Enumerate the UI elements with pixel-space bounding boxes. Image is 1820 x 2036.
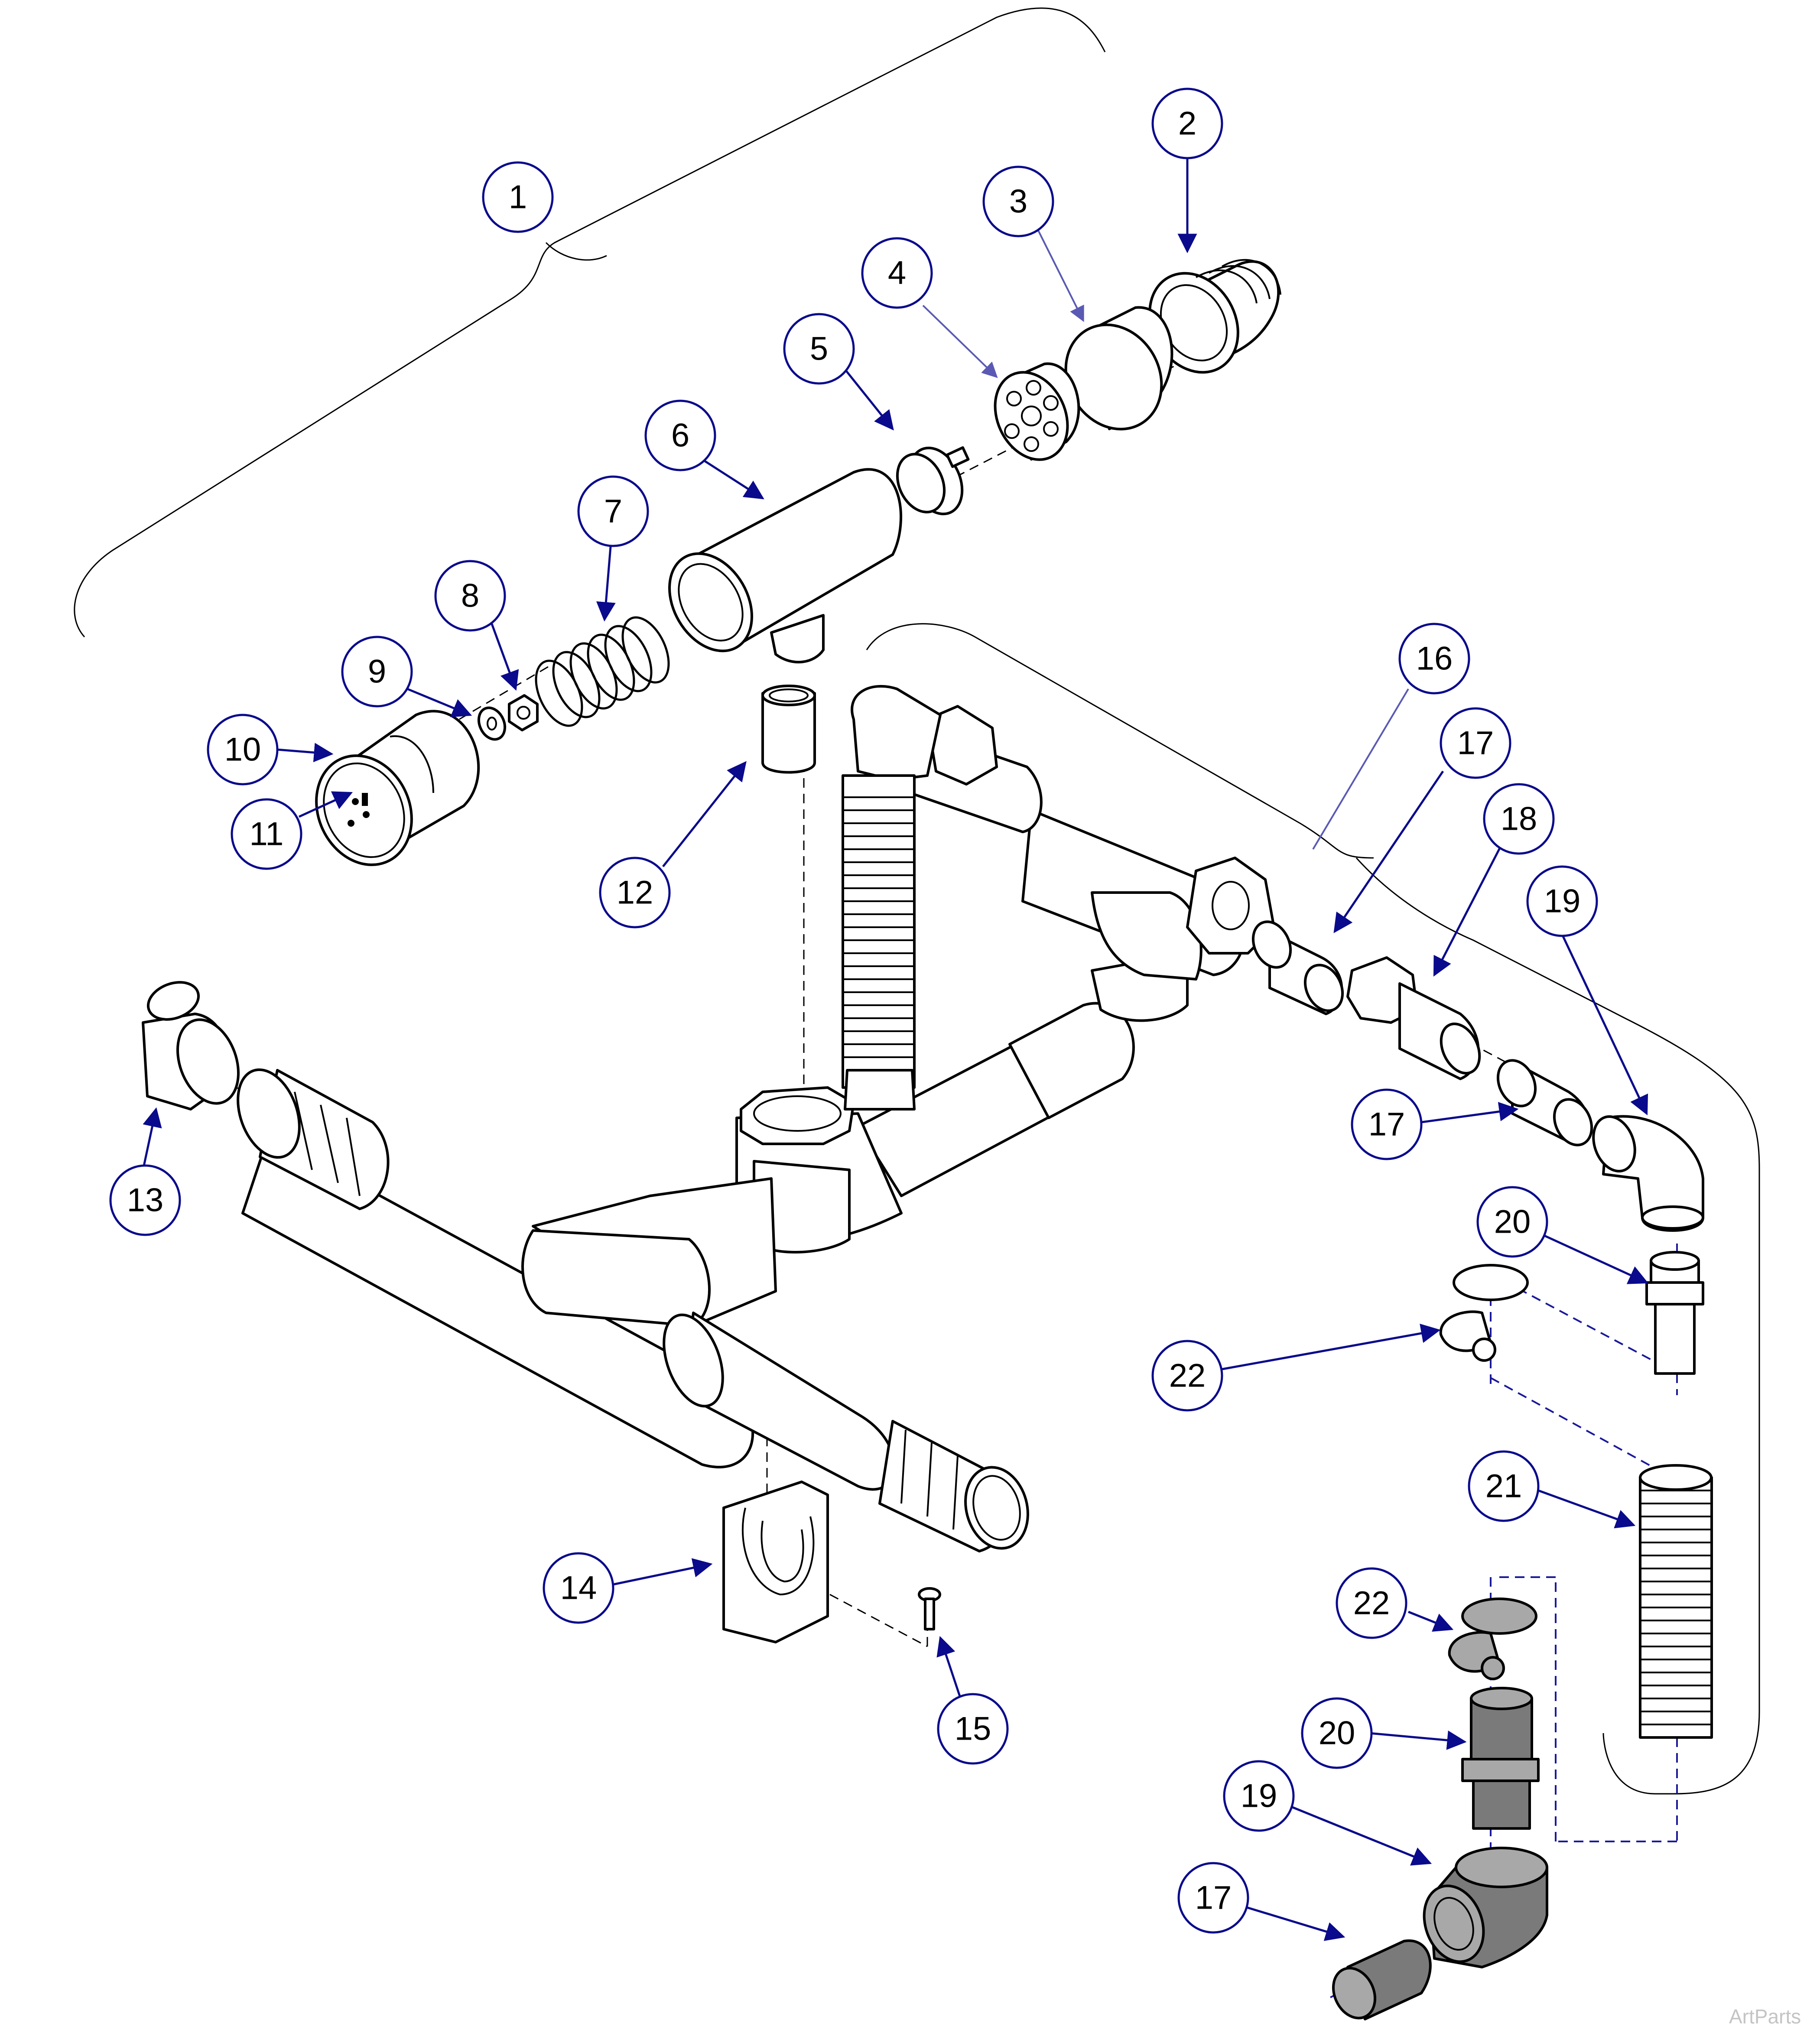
callout-18: 18 (1483, 783, 1555, 855)
svg-text:19: 19 (1544, 883, 1581, 920)
svg-text:4: 4 (888, 255, 906, 292)
part-9-washer (477, 706, 507, 741)
callout-17a: 17 (1440, 707, 1511, 779)
callout-13: 13 (109, 1164, 181, 1236)
callout-10: 10 (207, 714, 279, 786)
part-22-hose-clamp-lower (1448, 1598, 1537, 1680)
part-17-nipple-middle (1496, 1059, 1593, 1146)
corrugated-hose-vertical (842, 774, 916, 1111)
part-6-tee-body (668, 468, 902, 664)
part-18-union (1346, 956, 1481, 1080)
svg-text:19: 19 (1241, 1778, 1277, 1815)
main-pipe-assembly (237, 1002, 1135, 1552)
svg-text:3: 3 (1009, 183, 1027, 220)
part-12-sleeve (761, 685, 816, 774)
svg-text:21: 21 (1485, 1468, 1522, 1505)
part-11-pins (348, 793, 370, 827)
callout-22b: 22 (1336, 1567, 1407, 1639)
callout-19a: 19 (1526, 865, 1598, 937)
part-13-end-sleeve (142, 981, 240, 1111)
callout-19b: 19 (1223, 1760, 1295, 1832)
callout-9: 9 (341, 636, 413, 708)
callout-17c: 17 (1177, 1862, 1249, 1934)
assembly-bracket-1 (74, 7, 1106, 638)
callout-11: 11 (231, 798, 302, 870)
callout-12: 12 (599, 857, 671, 929)
callout-22a: 22 (1151, 1340, 1223, 1412)
callout-7: 7 (577, 475, 649, 547)
callout-3: 3 (982, 166, 1054, 237)
svg-text:16: 16 (1416, 640, 1453, 677)
part-4-filter-disk (994, 362, 1080, 461)
part-20-barb-upper (1645, 1251, 1704, 1375)
svg-text:22: 22 (1169, 1357, 1206, 1394)
svg-text:15: 15 (955, 1711, 991, 1747)
callout-2: 2 (1151, 88, 1223, 159)
callout-4: 4 (861, 237, 933, 309)
leader-lines (142, 152, 1649, 1941)
part-19-elbow-lower (1423, 1847, 1548, 1968)
svg-text:17: 17 (1195, 1880, 1232, 1916)
svg-text:8: 8 (461, 578, 479, 614)
callout-20a: 20 (1476, 1186, 1548, 1258)
part-14-pipe-clamp (722, 1481, 829, 1643)
callout-20b: 20 (1301, 1697, 1373, 1769)
artparts-watermark: ArtParts (1729, 2005, 1801, 2028)
svg-text:6: 6 (671, 417, 689, 454)
svg-text:7: 7 (604, 493, 622, 530)
svg-text:11: 11 (250, 816, 284, 853)
part-20-barb-lower (1461, 1687, 1540, 1830)
svg-text:13: 13 (127, 1182, 164, 1219)
svg-text:20: 20 (1319, 1715, 1355, 1752)
part-7-spring (535, 616, 670, 727)
svg-text:12: 12 (617, 874, 653, 911)
svg-text:18: 18 (1501, 801, 1537, 838)
svg-text:20: 20 (1494, 1204, 1531, 1240)
callout-6: 6 (644, 399, 716, 471)
part-5-valve-disk (896, 446, 970, 516)
svg-text:1: 1 (509, 179, 527, 216)
callout-1: 1 (482, 161, 554, 233)
assembly-bracket-16 (866, 623, 1760, 1795)
callout-16: 16 (1398, 623, 1470, 695)
svg-text:2: 2 (1178, 105, 1196, 142)
svg-text:22: 22 (1353, 1585, 1390, 1622)
callout-17b: 17 (1351, 1088, 1423, 1160)
callout-15: 15 (937, 1693, 1009, 1765)
svg-text:14: 14 (560, 1570, 597, 1607)
part-3-cap (1064, 306, 1173, 431)
upper-tee-assembly (851, 685, 1275, 1022)
part-15-screw (918, 1587, 941, 1630)
part-21-corrugated-hose (1639, 1464, 1713, 1739)
part-19-elbow-upper (1592, 1115, 1704, 1232)
callout-21: 21 (1468, 1450, 1540, 1522)
callout-5: 5 (783, 313, 855, 385)
callout-14: 14 (543, 1552, 614, 1624)
svg-text:10: 10 (224, 731, 261, 768)
part-17-nipple-lower (1332, 1939, 1432, 2020)
part-10-end-cap (315, 710, 480, 866)
part-8-nut (508, 694, 539, 731)
part-22-hose-clamp-upper (1439, 1264, 1529, 1362)
svg-text:17: 17 (1457, 725, 1494, 762)
svg-text:9: 9 (368, 653, 386, 690)
svg-text:5: 5 (810, 331, 828, 367)
callout-8: 8 (434, 560, 506, 632)
part-17-nipple-upper (1251, 920, 1344, 1015)
svg-text:17: 17 (1368, 1106, 1405, 1143)
